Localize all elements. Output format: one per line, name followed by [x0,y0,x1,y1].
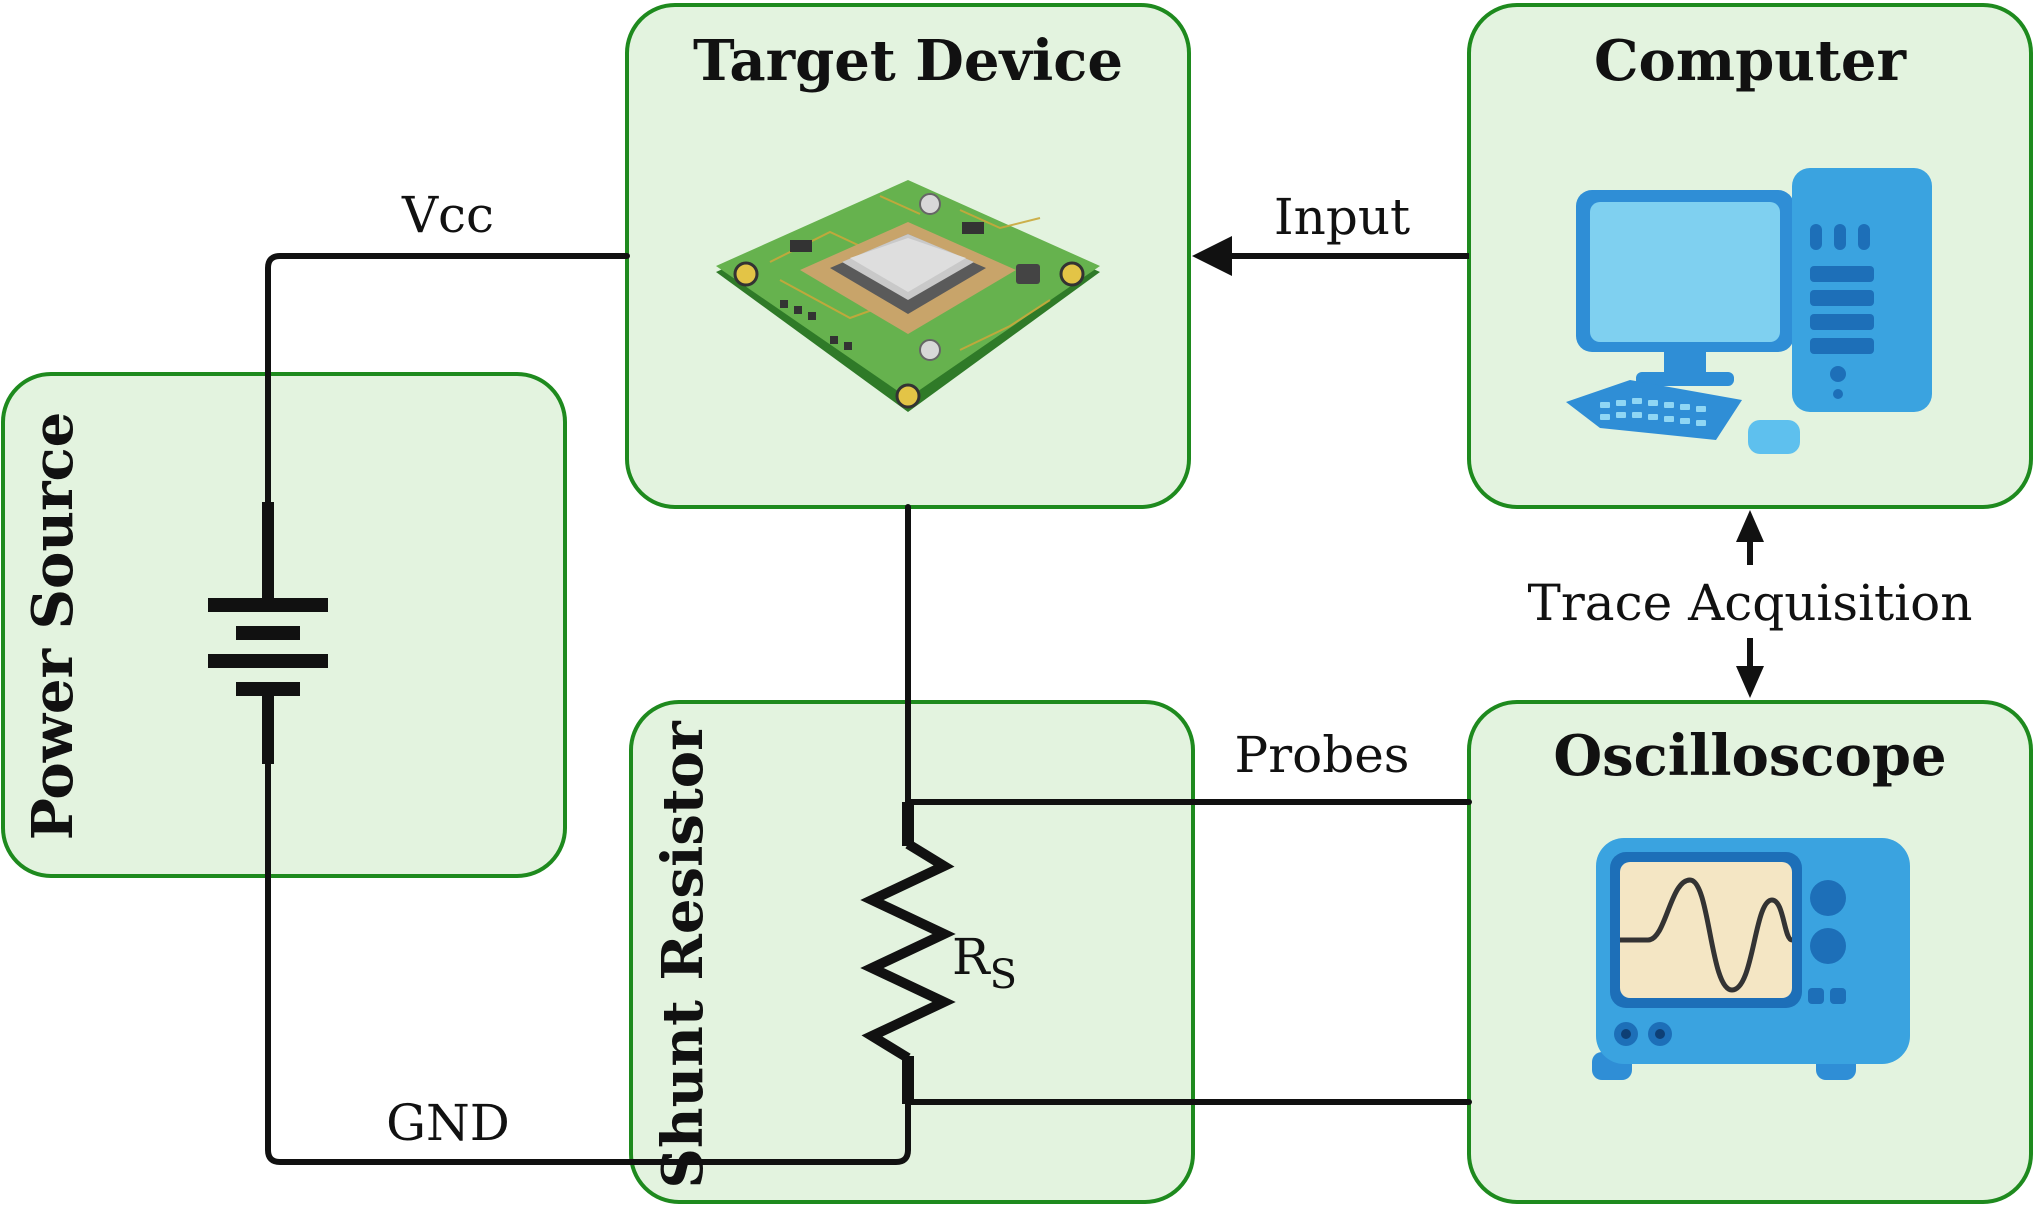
resistor-label: RS [952,928,1017,998]
resistor-subscript: S [990,952,1017,998]
trace-arrowhead-up [1736,510,1764,542]
target-device-title: Target Device [693,28,1123,94]
oscilloscope-icon [1592,838,1910,1080]
input-arrowhead [1192,236,1232,276]
vcc-label: Vcc [401,186,494,244]
desktop-computer-icon [1566,168,1932,454]
computer-title: Computer [1594,28,1908,94]
power-source-box [1,372,567,878]
power-source-title: Power Source [20,412,86,841]
vcc-wire [265,253,630,505]
resistor-symbol-letter: R [952,928,991,986]
battery-symbol-icon [208,502,328,764]
circuit-board-chip-icon [716,180,1100,412]
input-label: Input [1274,188,1410,246]
gnd-label: GND [386,1094,510,1152]
resistor-symbol-icon [860,802,956,1104]
battery-to-ground-wire [265,757,911,1165]
oscilloscope-title: Oscilloscope [1553,723,1946,789]
trace-acquisition-label: Trace Acquisition [1528,574,1973,632]
probes-label: Probes [1235,726,1410,784]
shunt-resistor-title: Shunt Resistor [650,720,716,1189]
trace-arrowhead-down [1736,666,1764,698]
